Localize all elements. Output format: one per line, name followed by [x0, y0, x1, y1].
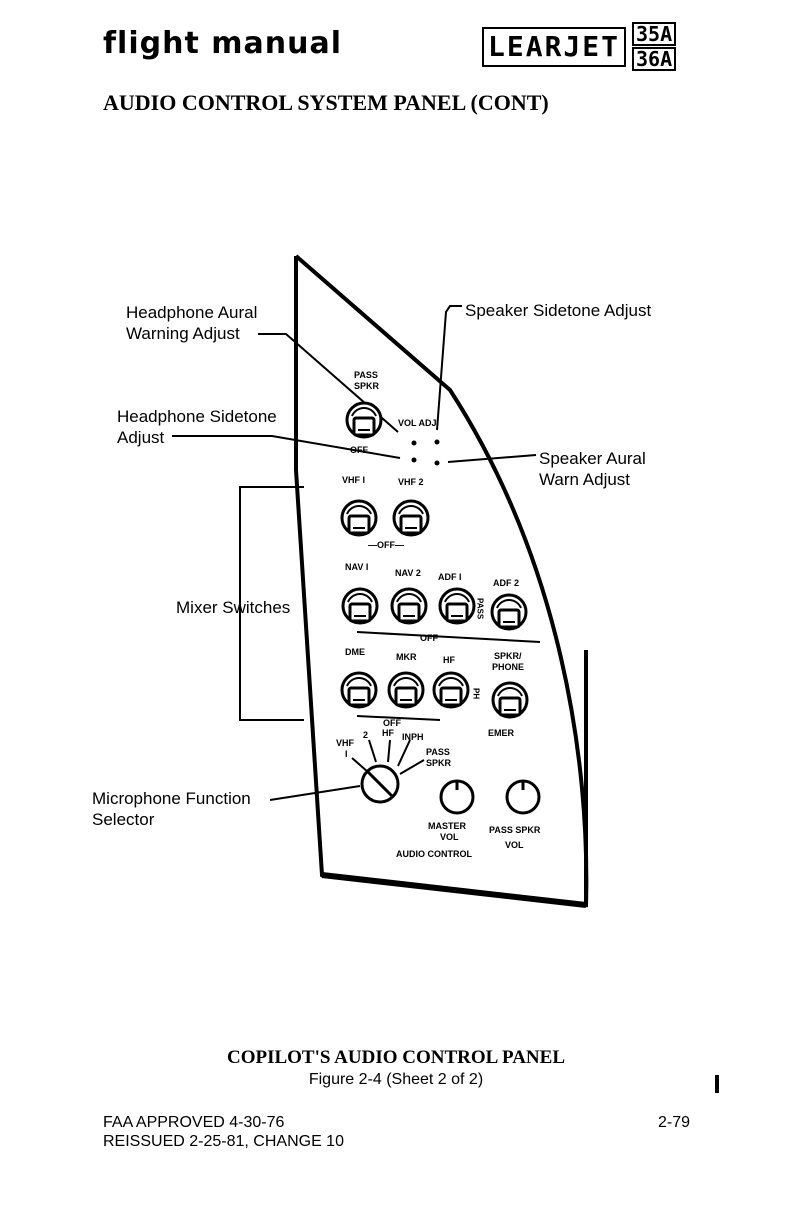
nav1-label: NAV I — [345, 562, 368, 572]
off-label-row1: —OFF— — [368, 540, 404, 550]
phone-label: PHONE — [492, 662, 524, 672]
microphone-function-selector[interactable] — [351, 739, 425, 804]
footer-approval: FAA APPROVED 4-30-76 REISSUED 2-25-81, C… — [103, 1114, 344, 1150]
figure-title: COPILOT'S AUDIO CONTROL PANEL — [226, 1047, 565, 1068]
adf2-label: ADF 2 — [493, 578, 519, 588]
hf-toggle[interactable] — [432, 671, 470, 709]
brand-name: LEARJET — [482, 27, 627, 67]
figure-subtitle: Figure 2-4 (Sheet 2 of 2) — [308, 1071, 484, 1088]
emer-label: EMER — [488, 728, 515, 738]
sel-vhf-label: VHF — [336, 738, 355, 748]
mkr-label: MKR — [396, 652, 417, 662]
adf1-label: ADF I — [438, 572, 462, 582]
hf-label: HF — [443, 655, 455, 665]
callout-speaker-sidetone: Speaker Sidetone Adjust — [465, 301, 652, 320]
sel-1-label: I — [345, 749, 348, 759]
dme-toggle[interactable] — [340, 671, 378, 709]
off-label-top: OFF — [350, 445, 368, 455]
callout-mixer-switches: Mixer Switches — [176, 598, 291, 617]
speaker-sidetone-adjust[interactable] — [434, 439, 440, 445]
change-bar — [715, 1075, 719, 1093]
vhf2-toggle[interactable] — [392, 499, 430, 537]
sel-2-label: 2 — [363, 730, 368, 740]
manual-title: flight manual — [103, 26, 342, 61]
spkr-label-row3: SPKR/ — [494, 651, 522, 661]
brand-logo: LEARJET 35A 36A — [482, 22, 677, 72]
panel-outline — [294, 254, 589, 908]
model-badge: 35A — [632, 22, 677, 46]
sel-spkr-label: SPKR — [426, 758, 452, 768]
nav2-toggle[interactable] — [390, 587, 428, 625]
model-badge: 36A — [632, 47, 677, 71]
adf1-toggle[interactable] — [438, 587, 476, 625]
vhf2-label: VHF 2 — [398, 477, 424, 487]
dme-label: DME — [345, 647, 365, 657]
sel-pass-label: PASS — [426, 747, 450, 757]
ph-vertical-label: PH — [472, 688, 481, 699]
vol-adj-label: VOL ADJ — [398, 418, 437, 428]
headphone-aural-adjust[interactable] — [411, 440, 417, 446]
audio-control-label: AUDIO CONTROL — [396, 849, 472, 859]
speaker-aural-adjust[interactable] — [434, 460, 440, 466]
nav1-toggle[interactable] — [341, 587, 379, 625]
pass-spkr-vol-knob[interactable] — [505, 779, 541, 815]
nav2-label: NAV 2 — [395, 568, 421, 578]
callout-microphone-selector: Microphone Function Selector — [92, 789, 251, 829]
master-vol-knob[interactable] — [439, 779, 475, 815]
spkr-label: SPKR — [354, 381, 380, 391]
pass-spkr-vol-sub-label: VOL — [505, 840, 524, 850]
off-label-row2: OFF — [420, 633, 438, 643]
section-title: AUDIO CONTROL SYSTEM PANEL (CONT) — [103, 90, 549, 115]
model-badges: 35A 36A — [632, 22, 677, 72]
adf2-toggle[interactable] — [490, 593, 528, 631]
leader-lines — [172, 305, 537, 801]
callout-headphone-sidetone: Headphone Sidetone Adjust — [117, 407, 277, 447]
page-number: 2-79 — [658, 1114, 691, 1131]
callout-headphone-aural: Headphone Aural Warning Adjust — [126, 303, 258, 343]
sel-hf-label: HF — [382, 728, 394, 738]
off-label-row3: OFF — [383, 718, 401, 728]
mkr-toggle[interactable] — [387, 671, 425, 709]
master-label: MASTER — [428, 821, 467, 831]
master-vol-label: VOL — [440, 832, 459, 842]
vhf1-toggle[interactable] — [340, 499, 378, 537]
pass-vertical-label: PASS — [476, 598, 485, 620]
pass-spkr-toggle[interactable] — [345, 401, 383, 439]
sel-inph-label: INPH — [402, 732, 424, 742]
pass-label: PASS — [354, 370, 378, 380]
headphone-sidetone-adjust[interactable] — [411, 457, 417, 463]
spkr-phone-toggle[interactable] — [491, 681, 529, 719]
callout-speaker-aural: Speaker Aural Warn Adjust — [539, 449, 646, 489]
vhf1-label: VHF I — [342, 475, 365, 485]
pass-spkr-vol-label: PASS SPKR — [489, 825, 541, 835]
